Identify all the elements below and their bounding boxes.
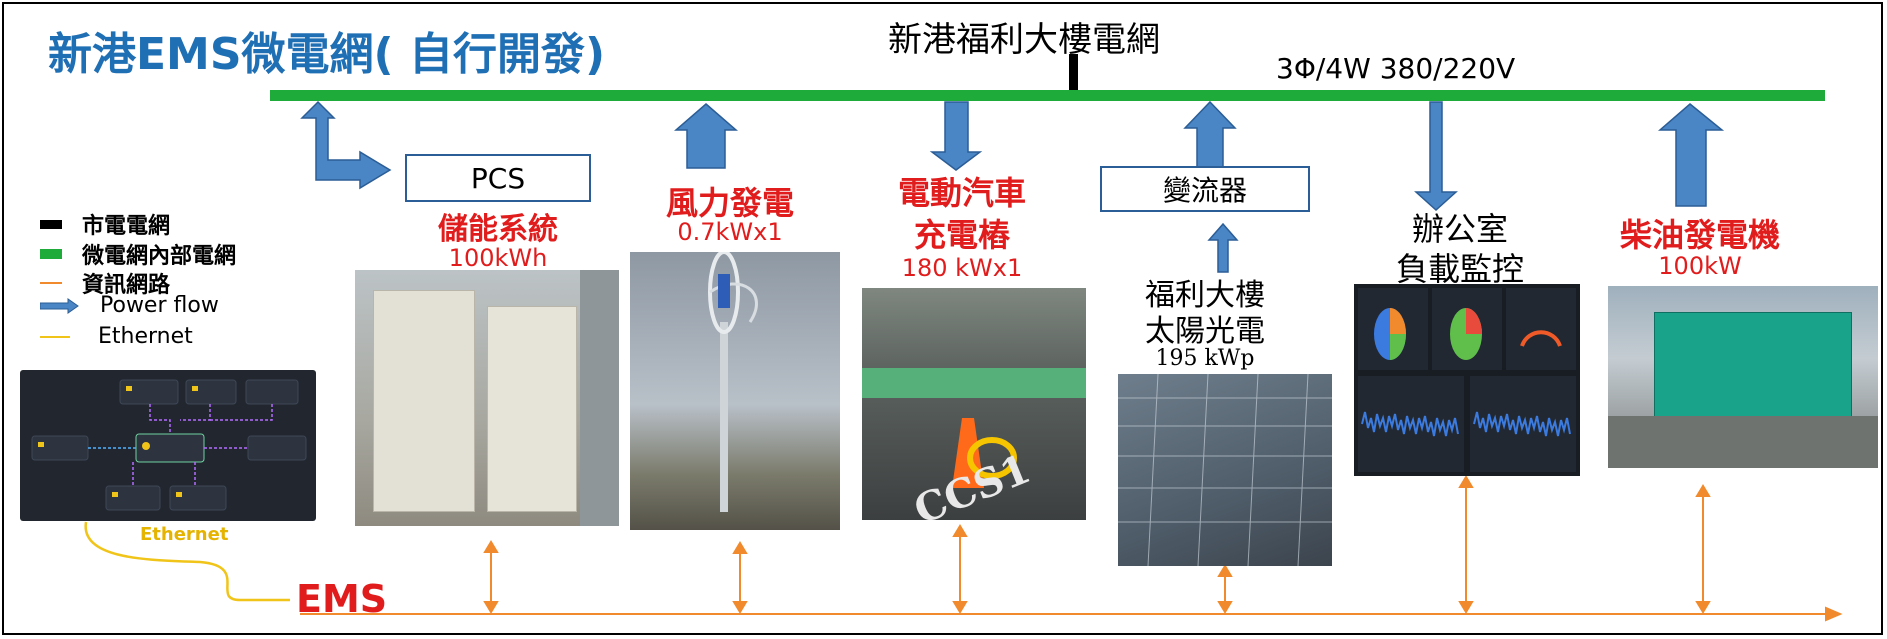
ethernet-label: Ethernet [140, 524, 229, 545]
solar-inner-arrow [1207, 222, 1239, 273]
storage-info-link [483, 540, 499, 614]
wind-power-arrow [673, 103, 739, 169]
legend-label: 資訊網路 [82, 272, 171, 298]
storage-spec: 100kWh [448, 244, 548, 272]
legend-swatch-black [40, 219, 62, 229]
pcs-box: PCS [405, 154, 591, 202]
wind-name: 風力發電 [665, 184, 794, 222]
legend-swatch-orange [40, 282, 62, 284]
office-name2: 負載監控 [1395, 250, 1524, 288]
legend-label: 微電網內部電網 [82, 243, 237, 269]
ev-parking-icon [952, 418, 1017, 488]
battery-cabinet-right [487, 306, 577, 512]
diesel-generator-photo [1608, 286, 1878, 468]
info-bus-arrowhead [1825, 606, 1843, 622]
office-info-link [1458, 475, 1474, 614]
wind-info-link [732, 541, 748, 614]
office-name1: 辦公室 [1411, 210, 1508, 248]
diesel-spec: 100kW [1658, 252, 1742, 280]
solar-panel-grid-icon [1118, 374, 1332, 566]
legend-label: Power flow [100, 293, 219, 318]
legend-item-utility: 市電電網 [40, 208, 170, 240]
battery-cabinet-left [373, 290, 475, 512]
building-wall [580, 270, 619, 526]
wind-spec: 0.7kWx1 [677, 218, 783, 246]
solar-spec: 195 kWp [1155, 346, 1255, 371]
ev-name2: 充電樁 [913, 216, 1010, 254]
office-monitor-charts-icon [1358, 288, 1576, 472]
ethernet-cable [84, 521, 290, 602]
solar-name2: 太陽光電 [1145, 314, 1265, 349]
internal-bus-line [270, 90, 1825, 101]
ev-info-link [952, 524, 968, 614]
legend-label: 市電電網 [82, 213, 171, 239]
inverter-box: 變流器 [1100, 166, 1310, 212]
ems-dashboard-image [20, 370, 316, 521]
inverter-label: 變流器 [1162, 174, 1247, 207]
parking-green-strip [862, 368, 1086, 398]
legend-swatch-yellow [40, 335, 70, 338]
legend-item-info-network: 資訊網路 [40, 267, 170, 299]
legend-item-power-flow: Power flow [40, 293, 219, 318]
diesel-name: 柴油發電機 [1619, 216, 1780, 254]
office-power-arrow [1414, 101, 1458, 212]
solar-panels-photo [1118, 374, 1332, 566]
ground [1608, 416, 1878, 468]
legend-arrow-icon [40, 297, 79, 314]
ev-charger-photo: CCS1 [862, 288, 1086, 520]
ems-label: EMS [296, 577, 388, 621]
ev-power-arrow [929, 101, 983, 171]
storage-photo [355, 270, 619, 526]
legend-item-internal-grid: 微電網內部電網 [40, 238, 236, 270]
storage-power-arrow [300, 100, 392, 190]
utility-feed-line [1069, 54, 1078, 90]
ems-dashboard-schematic-icon [31, 379, 307, 511]
office-monitor-screenshot [1354, 284, 1580, 476]
storage-name: 儲能系統 [438, 212, 558, 247]
diagram-title: 新港EMS微電網( 自行開發) [48, 29, 606, 80]
wind-turbine-icon [708, 252, 758, 512]
wind-turbine-photo [630, 252, 840, 530]
ev-spec: 180 kWx1 [901, 254, 1023, 282]
legend-label: Ethernet [98, 324, 193, 349]
legend-item-ethernet: Ethernet [40, 324, 193, 349]
pcs-label: PCS [470, 161, 526, 195]
solar-power-arrow [1183, 100, 1237, 169]
grid-name: 新港福利大樓電網 [888, 20, 1160, 60]
solar-info-link [1217, 564, 1233, 614]
legend-swatch-green [40, 249, 62, 259]
diesel-info-link [1695, 484, 1711, 614]
grid-voltage: 3Φ/4W 380/220V [1276, 52, 1516, 85]
ev-name1: 電動汽車 [897, 174, 1026, 212]
diesel-power-arrow [1657, 103, 1725, 207]
solar-name1: 福利大樓 [1145, 278, 1265, 313]
